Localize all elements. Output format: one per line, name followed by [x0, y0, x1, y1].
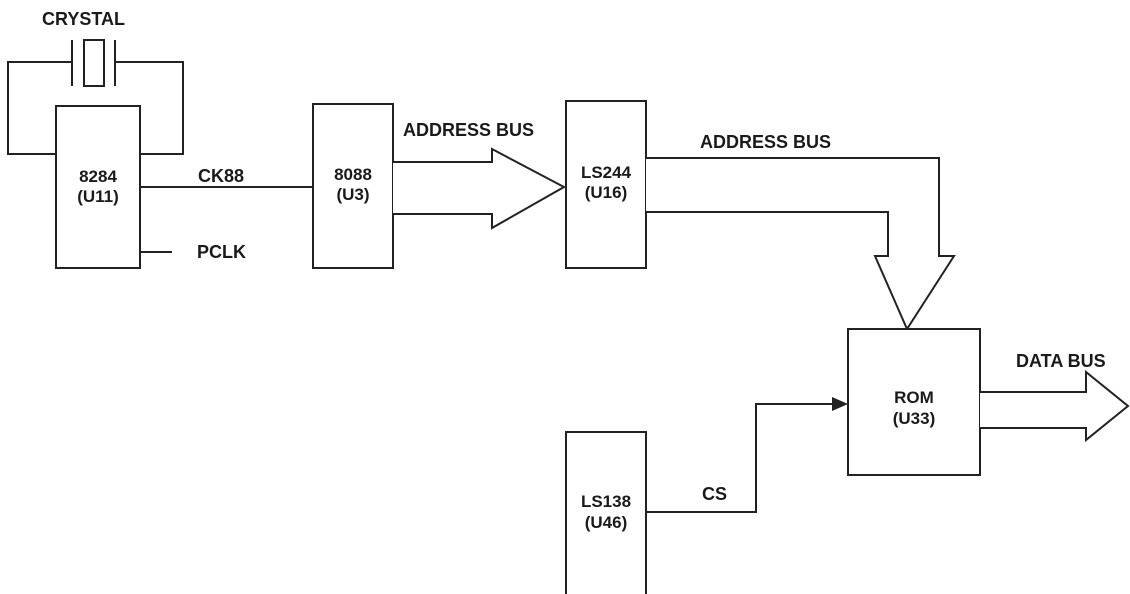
crystal-label: CRYSTAL	[42, 9, 125, 29]
chip-8088-ref: (U3)	[336, 185, 369, 204]
pclk-label: PCLK	[197, 242, 246, 262]
cs-label: CS	[702, 484, 727, 504]
chip-rom-name: ROM	[894, 388, 934, 407]
address-bus-arrow-1	[393, 147, 567, 230]
chip-rom-box	[847, 328, 981, 476]
chip-8284-name: 8284	[79, 167, 117, 186]
address-bus-arrow-2	[646, 157, 956, 332]
chip-ls244-ref: (U16)	[585, 183, 628, 202]
chip-ls244-name: LS244	[581, 163, 632, 182]
chip-ls244-box	[565, 100, 647, 269]
chip-8284-ref: (U11)	[77, 187, 119, 206]
crystal-symbol	[7, 39, 184, 155]
cs-line	[646, 403, 832, 513]
address-bus-label-2: ADDRESS BUS	[700, 132, 831, 152]
chip-8088-name: 8088	[334, 165, 372, 184]
chip-8284-box	[55, 105, 141, 269]
chip-ls138-box	[565, 431, 647, 594]
chip-ls138-ref: (U46)	[585, 513, 628, 532]
ck88-label: CK88	[198, 166, 244, 186]
chip-ls138-name: LS138	[581, 492, 631, 511]
cs-arrowhead	[832, 397, 848, 411]
data-bus-label: DATA BUS	[1016, 351, 1106, 371]
chip-rom-ref: (U33)	[893, 409, 936, 428]
chip-8088-box	[312, 103, 394, 269]
address-bus-label-1: ADDRESS BUS	[403, 120, 534, 140]
data-bus-arrow	[980, 369, 1130, 443]
